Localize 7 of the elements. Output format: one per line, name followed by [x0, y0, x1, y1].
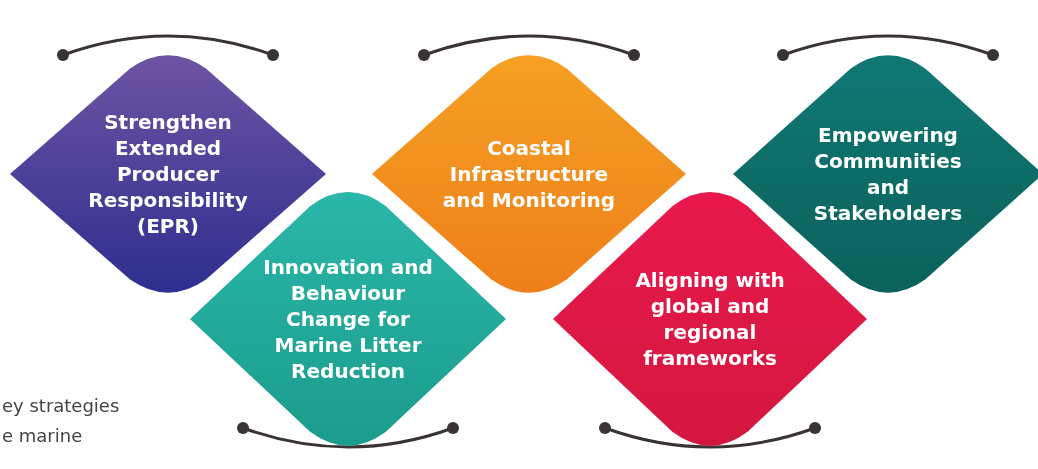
strategy-title: Aligning with global and regional frameworks [634, 267, 786, 371]
strategy-title: Innovation and Behaviour Change for Marine Litter Reduction [262, 254, 434, 384]
body-text: ey strategies [2, 395, 120, 416]
strategy-title: Empowering Communities and Stakeholders [812, 122, 964, 226]
strategy-title: Coastal Infrastructure and Monitoring [441, 135, 617, 213]
strategy-title: Strengthen Extended Producer Responsibility (EPR) [87, 109, 249, 239]
body-text: e marine [2, 425, 83, 446]
